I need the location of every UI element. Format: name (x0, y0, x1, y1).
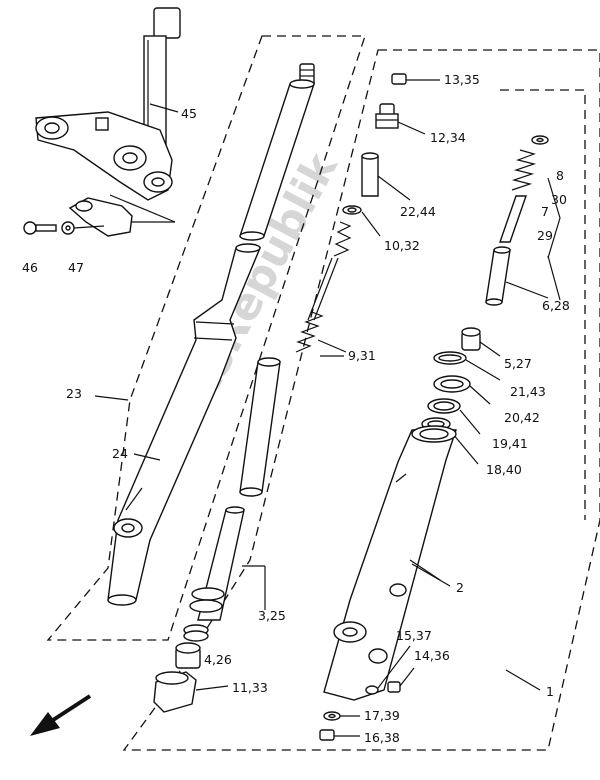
seal-5 (461, 327, 501, 357)
oil-seal-20 (433, 375, 491, 405)
damper-bracket-lines (547, 177, 561, 259)
outer-tube-2 (323, 425, 457, 701)
spring-upper (333, 221, 352, 257)
washer-47 (61, 221, 105, 235)
label-12-34: 12,34 (430, 130, 466, 145)
label-21-43: 21,43 (510, 384, 546, 399)
oil-lock-11 (153, 671, 229, 713)
leader-lines (94, 103, 541, 691)
part-labels: 13,35 12,34 45 8 30 7 29 22,44 10,32 46 … (22, 72, 570, 745)
label-9-31: 9,31 (348, 348, 376, 363)
washer-19 (427, 398, 481, 435)
bolt-12 (375, 103, 426, 135)
label-13-35: 13,35 (444, 72, 480, 87)
inner-tube-lower (239, 357, 281, 497)
collar-8 (531, 135, 549, 145)
inner-tube-upper (239, 79, 315, 241)
label-7: 7 (541, 204, 549, 219)
label-19-41: 19,41 (492, 436, 528, 451)
label-46: 46 (22, 260, 38, 275)
inner-tube-24 (107, 243, 262, 606)
washer-15 (365, 645, 411, 695)
bolt-46 (23, 221, 57, 235)
handlebar-holder (68, 197, 133, 237)
label-4-26: 4,26 (204, 652, 232, 667)
direction-arrow (30, 694, 92, 736)
label-3-25: 3,25 (258, 608, 286, 623)
label-20-42: 20,42 (504, 410, 540, 425)
damper-rod-6 (485, 195, 561, 306)
seat-4 (175, 642, 201, 669)
label-2: 2 (456, 580, 464, 595)
rebound-spring-7 (511, 149, 537, 191)
inner-tube-group-outline (46, 35, 366, 641)
rod-9 (307, 257, 339, 321)
label-14-36: 14,36 (414, 648, 450, 663)
label-8: 8 (556, 168, 564, 183)
damper-rod-3 (189, 506, 266, 621)
steering-bracket (35, 7, 181, 223)
label-24: 24 (112, 446, 128, 461)
label-15-37: 15,37 (396, 628, 432, 643)
ring-4 (183, 624, 209, 642)
label-11-33: 11,33 (232, 680, 268, 695)
label-17-39: 17,39 (364, 708, 400, 723)
label-29: 29 (537, 228, 553, 243)
label-10-32: 10,32 (384, 238, 420, 253)
label-1: 1 (546, 684, 554, 699)
gasket-17 (323, 711, 360, 721)
bolt-14 (387, 667, 415, 693)
label-45: 45 (181, 106, 197, 121)
label-22-44: 22,44 (400, 204, 436, 219)
spacer-22 (361, 152, 411, 201)
label-47: 47 (68, 260, 84, 275)
label-30: 30 (551, 192, 567, 207)
label-23: 23 (66, 386, 82, 401)
label-16-38: 16,38 (364, 730, 400, 745)
spring-9 (295, 311, 347, 353)
nut-13 (391, 73, 440, 85)
drain-bolt-16 (319, 729, 360, 741)
label-6-28: 6,28 (542, 298, 570, 313)
label-18-40: 18,40 (486, 462, 522, 477)
label-5-27: 5,27 (504, 356, 532, 371)
clip-21 (433, 351, 501, 381)
washer-10 (342, 205, 381, 237)
